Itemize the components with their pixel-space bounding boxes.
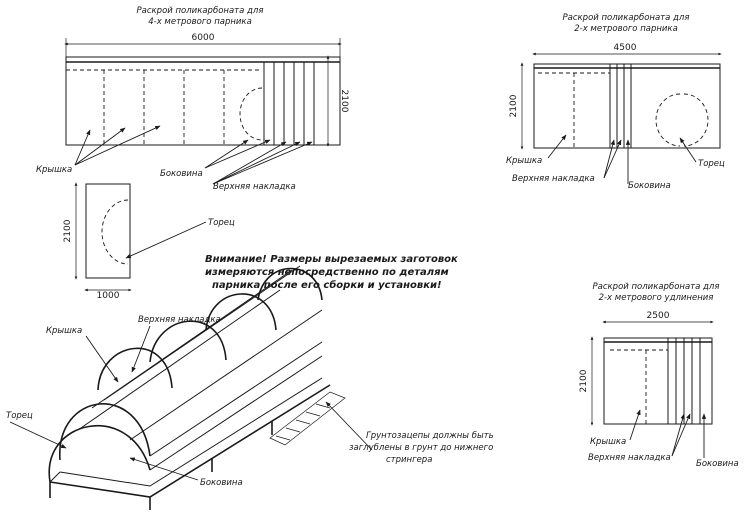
greenhouse-3d: Крышка Верхняя накладка Торец Боковина Г… (6, 265, 494, 510)
dimension-6000: 6000 (192, 33, 215, 43)
leader-note (325, 401, 373, 451)
arch-2 (97, 347, 173, 391)
leader-strip-2m (603, 139, 622, 179)
label-top-strip-ext: Верхняя накладка (588, 453, 671, 463)
label-end: Торец (208, 218, 235, 228)
leader-cover-ext (629, 409, 641, 441)
arch-back (257, 267, 323, 301)
sheet-outline-ext (603, 337, 713, 425)
note-line2: заглублены в грунт до нижнего (349, 443, 493, 453)
leader-end-3d (9, 421, 67, 449)
end-piece-arc (101, 199, 129, 265)
title-2m-line1: Раскрой поликарбоната для (563, 13, 690, 23)
sheet-outline-4m (65, 56, 341, 146)
end-piece-outline (85, 183, 131, 279)
dimension-4500: 4500 (614, 43, 637, 53)
dimension-2100-4m: 2100 (339, 90, 349, 113)
base-front-stringer (49, 384, 331, 498)
title-ext-line1: Раскрой поликарбоната для (593, 282, 720, 292)
arch-4 (205, 293, 277, 331)
note-line1: Грунтозацепы должны быть (366, 431, 494, 441)
warning-block: Внимание! Размеры вырезаемых заготовок и… (205, 254, 458, 291)
side-rail (149, 355, 323, 471)
label-cover-3d: Крышка (46, 326, 82, 336)
side-strip (77, 289, 281, 431)
dimension-2100-2m: 2100 (509, 94, 519, 117)
label-side-2m: Боковина (628, 181, 671, 191)
warning-line2: измеряются непосредственно по деталям (205, 267, 449, 278)
leader-cover (74, 127, 126, 166)
title-2m-line2: 2-х метрового парника (574, 24, 678, 34)
sheet-ext: Раскрой поликарбоната для 2-х метрового … (579, 282, 739, 469)
leader-strip (212, 141, 301, 185)
label-side-3d: Боковина (200, 478, 243, 488)
end-arc-2m-b (683, 93, 709, 147)
side-strip (129, 309, 323, 441)
hatch (305, 411, 321, 417)
leader-strip (212, 141, 287, 185)
label-end-2m: Торец (698, 159, 725, 169)
label-top-strip-3d: Верхняя накладка (138, 315, 221, 325)
title-4m-line2: 4-х метрового парника (148, 17, 252, 27)
ridge-strip (103, 265, 301, 401)
end-arc-2m-a (655, 93, 681, 147)
leader-side-3d (129, 457, 199, 481)
label-cover-ext: Крышка (590, 437, 626, 447)
leader-strip-ext (671, 413, 691, 457)
end-piece: 2100 1000 Торец (63, 182, 235, 301)
warning-line1: Внимание! Размеры вырезаемых заготовок (205, 254, 458, 265)
label-end-3d: Торец (6, 411, 33, 421)
note-line3: стрингера (386, 455, 432, 465)
ground-hatch-area (269, 391, 346, 446)
arch-front (48, 424, 151, 483)
dimension-2100-end: 2100 (63, 219, 73, 242)
leader-strip-2m (603, 139, 615, 179)
sheet-2m: Раскрой поликарбоната для 2-х метрового … (506, 13, 725, 191)
hatch (275, 435, 291, 441)
leader-end (125, 221, 207, 259)
title-ext-line2: 2-х метрового удлинения (599, 293, 714, 303)
leader-side (204, 139, 249, 169)
sheet-4m: Раскрой поликарбоната для 4-х метрового … (36, 6, 349, 192)
leader-cover-2m (547, 134, 567, 159)
title-4m-line1: Раскрой поликарбоната для (137, 6, 264, 16)
label-cover-4m: Крышка (36, 165, 72, 175)
label-cover-2m: Крышка (506, 156, 542, 166)
leader-cover (74, 125, 161, 166)
hatch (315, 403, 331, 409)
leader-cover-3d (85, 335, 119, 383)
sheet-outline-2m (533, 63, 721, 149)
leader-side (204, 139, 271, 169)
warning-line3: парника после его сборки и установки! (212, 279, 442, 291)
label-top-strip-4m: Верхняя накладка (213, 182, 296, 192)
leader-strip (212, 141, 313, 185)
leader-cover (74, 129, 91, 166)
hatch (285, 427, 301, 433)
base-inner-stringer (59, 377, 323, 487)
dimension-2500: 2500 (647, 311, 670, 321)
leader-strip-3d (131, 325, 151, 373)
base-corner (49, 471, 61, 483)
dimension-1000: 1000 (97, 291, 120, 301)
leader-end-2m (679, 137, 697, 163)
hatch (295, 419, 311, 425)
label-side-4m: Боковина (160, 169, 203, 179)
end-arc-4m (239, 87, 263, 141)
arch-3 (149, 320, 227, 363)
side-rail (149, 341, 323, 457)
label-side-ext: Боковина (696, 459, 739, 469)
leader-strip-ext (671, 413, 685, 457)
label-top-strip-2m: Верхняя накладка (512, 174, 595, 184)
dimension-2100-ext: 2100 (579, 369, 589, 392)
